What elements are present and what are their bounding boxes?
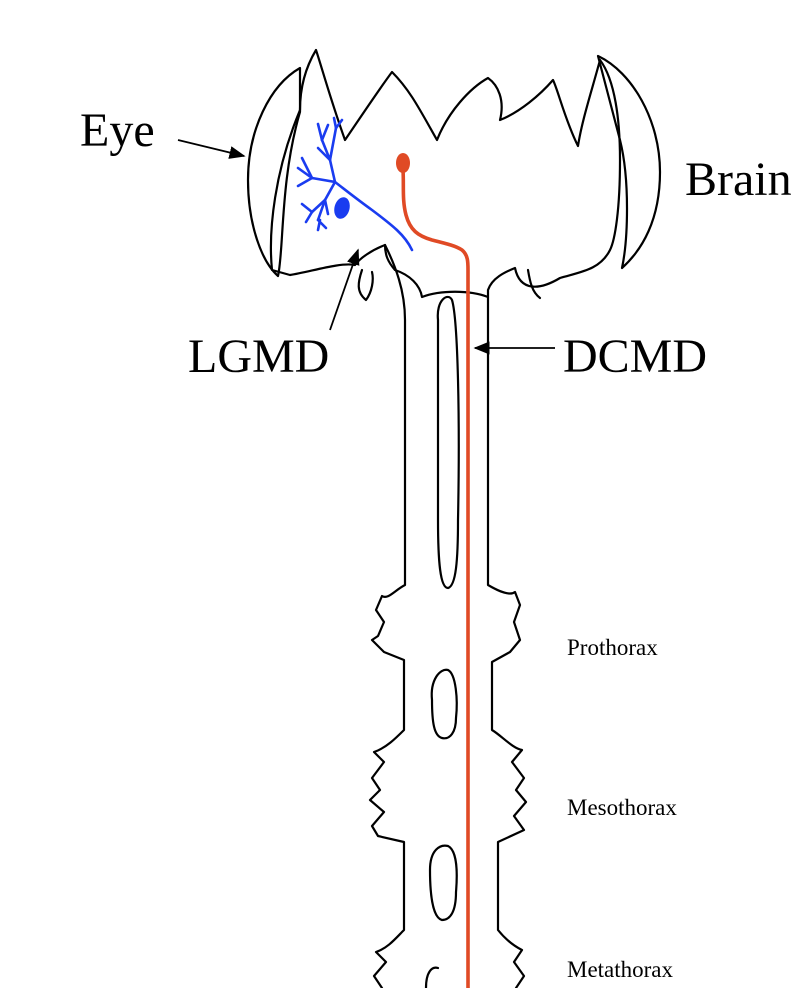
left-eye-outline [248, 68, 300, 276]
nerve-cord-left [370, 245, 405, 988]
lgmd-neuron [298, 118, 412, 250]
neck-left-notch [359, 270, 373, 300]
cord-lumen-middle [432, 670, 457, 739]
dcmd-label: DCMD [563, 330, 707, 383]
brain-outline [271, 50, 620, 297]
lgmd-arrow [330, 250, 358, 330]
brain-label: Brain [685, 153, 792, 206]
cord-lumen-upper [438, 297, 459, 588]
eye-label: Eye [80, 104, 155, 157]
dcmd-neuron [396, 153, 468, 988]
neck-right-notch [528, 270, 540, 298]
metathorax-label: Metathorax [567, 957, 674, 982]
nerve-cord-right [488, 297, 526, 988]
cord-lumen-lower [430, 846, 457, 920]
lgmd-soma [332, 195, 352, 220]
right-eye-outline [598, 56, 660, 268]
eye-arrow [178, 140, 244, 156]
cord-lumen-bottom [426, 968, 438, 988]
mesothorax-label: Mesothorax [567, 795, 677, 820]
lgmd-label: LGMD [188, 330, 329, 383]
prothorax-label: Prothorax [567, 635, 658, 660]
